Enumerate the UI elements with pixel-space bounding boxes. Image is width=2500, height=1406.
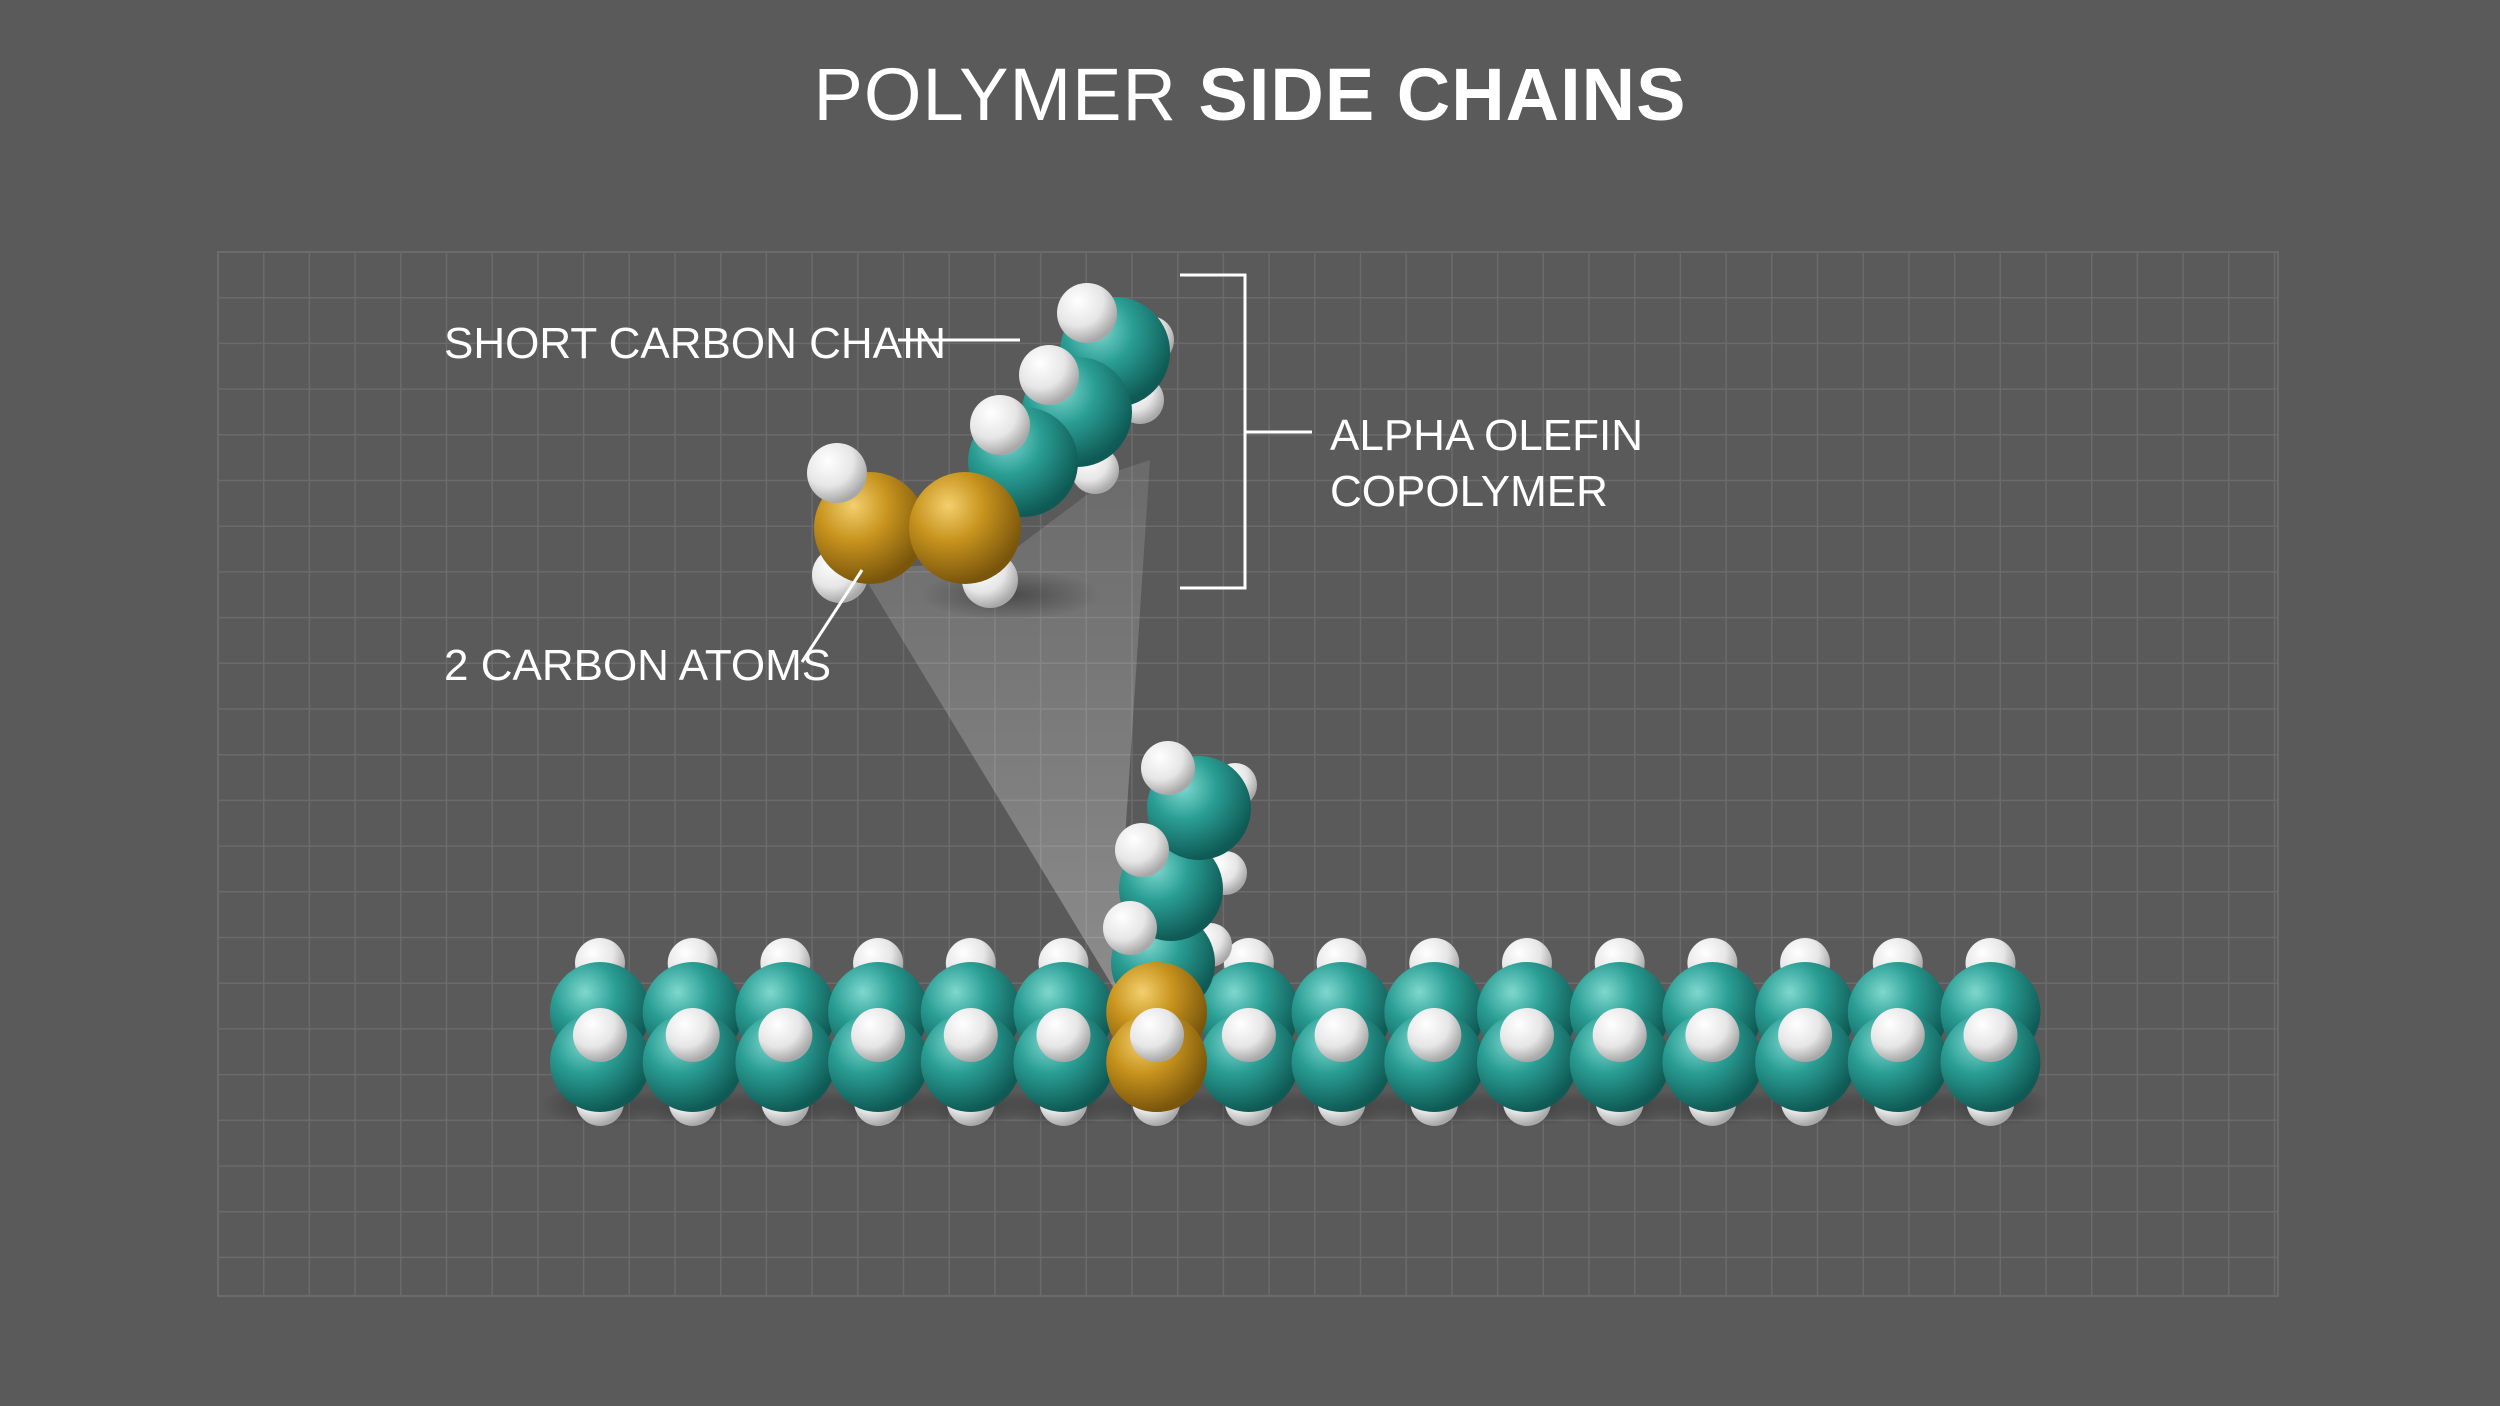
- hydrogen-atom: [807, 443, 867, 503]
- title-light: POLYMER: [813, 53, 1199, 136]
- polymer-backbone: [540, 938, 2051, 1127]
- hydrogen-atom: [851, 1008, 906, 1062]
- hydrogen-atom: [665, 1008, 720, 1062]
- hydrogen-atom: [1115, 823, 1169, 877]
- alpha-olefin-bracket: [1180, 273, 1247, 590]
- two-carbon-leader: [800, 569, 864, 663]
- hydrogen-atom: [1963, 1008, 2018, 1062]
- hydrogen-atom: [758, 1008, 813, 1062]
- hydrogen-atom: [1103, 901, 1157, 955]
- hydrogen-atom: [1141, 741, 1195, 795]
- two-carbon-atoms-label: 2 CARBON ATOMS: [444, 641, 831, 690]
- title-bold: SIDE CHAINS: [1198, 53, 1687, 136]
- hydrogen-atom: [1019, 345, 1079, 405]
- hydrogen-atom: [1057, 283, 1117, 343]
- zoomed-side-chain: [807, 283, 1174, 620]
- short-carbon-chain-label: SHORT CARBON CHAIN: [444, 319, 946, 368]
- hydrogen-atom: [943, 1008, 998, 1062]
- alpha-olefin-label-line1: ALPHA OLEFIN: [1330, 411, 1643, 460]
- hydrogen-atom: [1870, 1008, 1925, 1062]
- hydrogen-atom: [1592, 1008, 1647, 1062]
- hydrogen-atom: [970, 395, 1030, 455]
- hydrogen-atom: [1778, 1008, 1833, 1062]
- hydrogen-atom: [1500, 1008, 1554, 1062]
- page-title: POLYMER SIDE CHAINS: [0, 52, 2500, 137]
- hydrogen-atom: [1036, 1008, 1091, 1062]
- hydrogen-atom: [573, 1008, 627, 1062]
- hydrogen-atom: [1685, 1008, 1740, 1062]
- hydrogen-atom: [1130, 1008, 1184, 1062]
- grid-border: [217, 251, 2279, 1297]
- hydrogen-atom: [1407, 1008, 1462, 1062]
- highlighted-carbon-atom: [909, 472, 1021, 584]
- hydrogen-atom: [1314, 1008, 1369, 1062]
- side-chain: [1103, 741, 1257, 1112]
- hydrogen-atom: [1221, 1008, 1276, 1062]
- alpha-olefin-label-line2: COPOLYMER: [1330, 467, 1608, 516]
